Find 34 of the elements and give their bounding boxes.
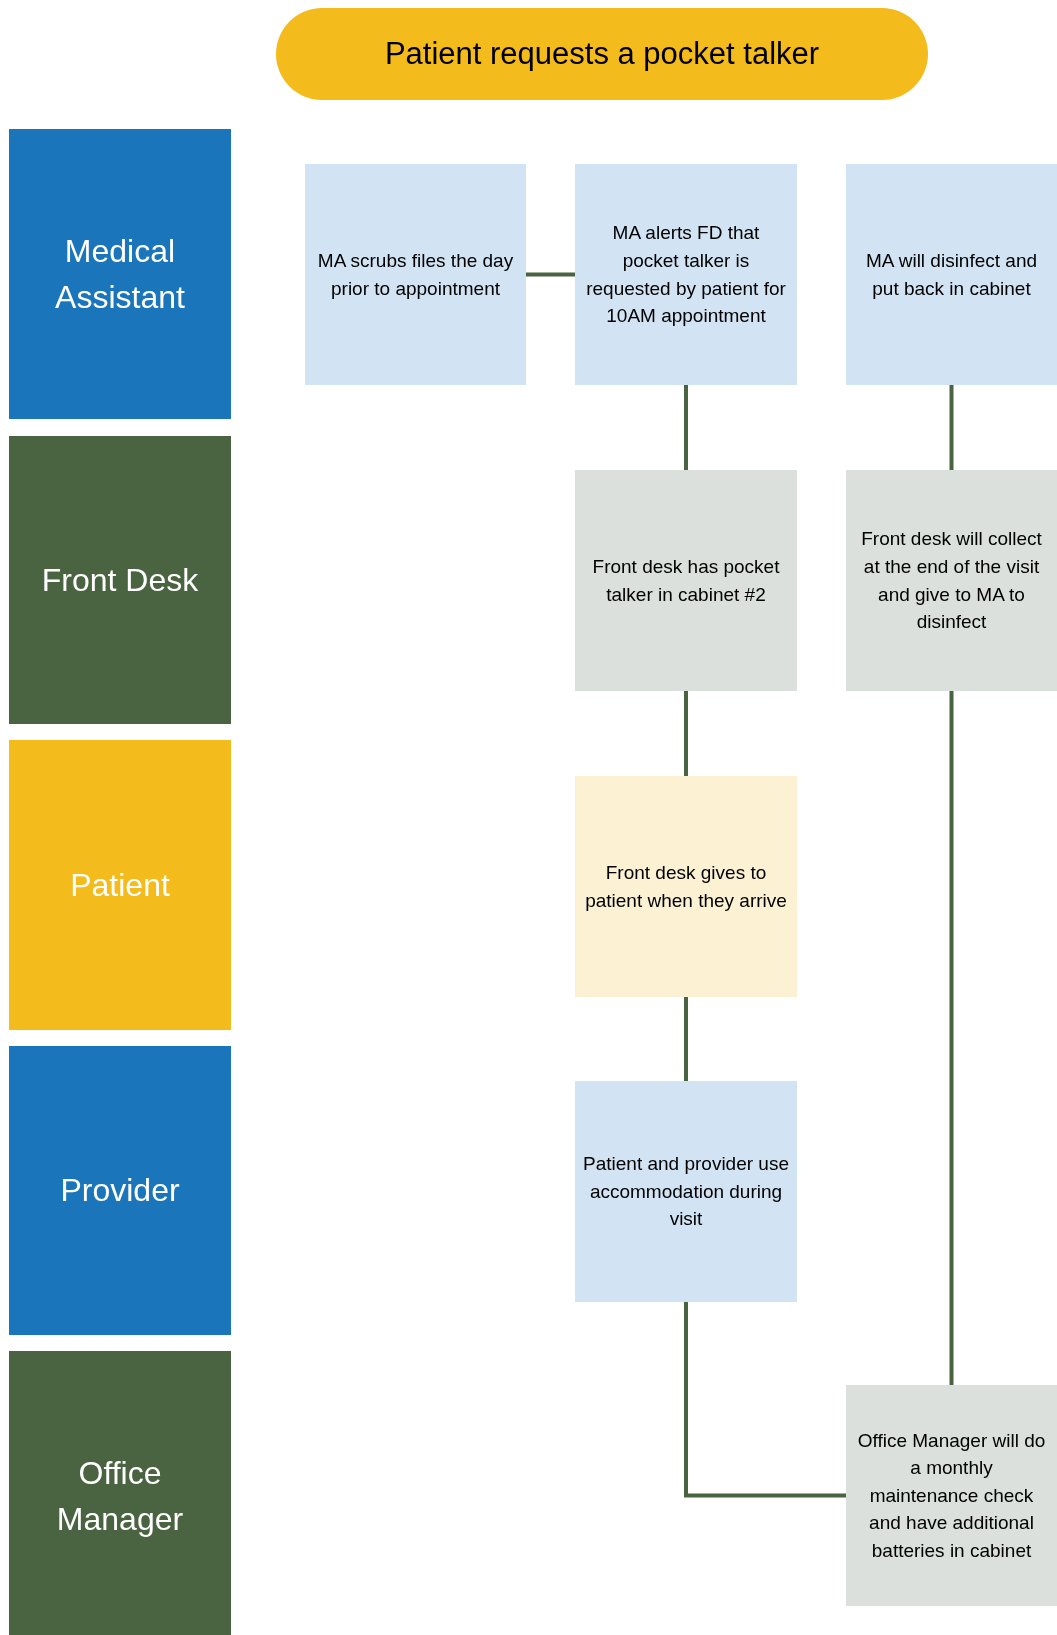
step-text: Patient and provider use accommodation during visit [583,1152,789,1232]
connector-line [684,691,688,776]
process-box [575,776,797,997]
process-box [846,164,1057,385]
process-box [305,164,526,385]
lane-label [9,1046,231,1335]
lane-text: Patient [70,865,170,905]
connector-line [949,691,954,1385]
lane-text: Office Manager [55,1453,185,1539]
lane-label [9,1351,231,1635]
step-text: Office Manager will do a monthly maintenance check and have additional batteries in cabinet [856,1428,1047,1563]
connector-line [684,1302,846,1498]
process-box [575,470,797,691]
lane-label [9,436,231,724]
step-text: MA will disinfect and put back in cabinet [864,248,1039,301]
connector-line [684,997,688,1081]
process-box [575,164,797,385]
connector-line [949,385,954,470]
step-text: MA scrubs files the day prior to appointment [316,248,515,301]
lane-text: Front Desk [41,560,199,600]
step-text: Front desk has pocket talker in cabinet #2 [591,554,781,607]
connector-line [526,272,575,277]
lane-label [9,740,231,1030]
lane-label [9,129,231,419]
step-text: Front desk will collect at the end of the visit and give to MA to disinfect [860,527,1043,635]
process-box [846,470,1057,691]
process-box [846,1385,1057,1606]
lane-text: Provider [60,1171,180,1211]
lane-text: Medical Assistant [54,231,186,317]
step-text: MA alerts FD that pocket talker is requested by patient for 10AM appointment [585,221,787,329]
step-text: Front desk gives to patient when they arrive [584,860,788,913]
connector-line [684,385,688,470]
process-box [575,1081,797,1302]
title-text: Patient requests a pocket talker [384,34,820,73]
